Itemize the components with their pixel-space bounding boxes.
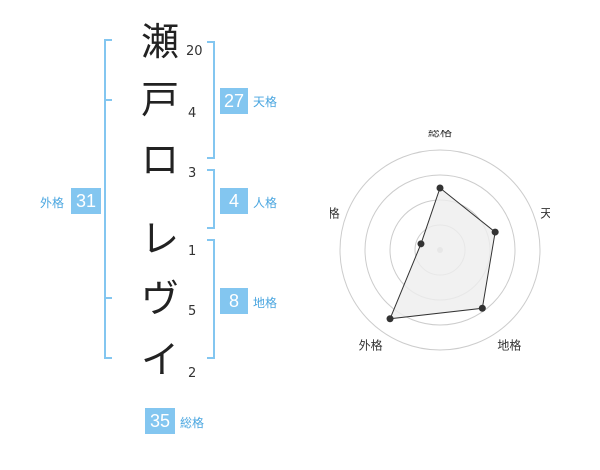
tenkaku-bracket [207, 41, 215, 159]
radar-point-5 [417, 240, 425, 248]
name-char-1: 瀬 [140, 20, 179, 64]
name-char-3: ロ [140, 138, 179, 182]
name-char-4: レ [140, 217, 179, 261]
stroke-count-5: 5 [188, 304, 197, 319]
gaikaku-label: 外格 [40, 196, 65, 210]
jinkaku-label: 人格 [253, 196, 278, 210]
tenkaku-label: 天格 [253, 95, 278, 109]
soukaku-value: 35 [145, 408, 175, 434]
soukaku-label: 総格 [180, 416, 205, 430]
name-char-2: 戸 [140, 78, 179, 122]
gaikaku-value: 31 [71, 188, 101, 214]
radar-point-1 [436, 184, 444, 192]
stroke-count-1: 20 [186, 44, 203, 59]
radar-axis-label-3: 地格 [497, 337, 521, 352]
radar-axis-label-5: 人格 [330, 206, 340, 221]
chikaku-value: 8 [220, 288, 248, 314]
radar-point-4 [386, 315, 394, 323]
radar-axis-label-4: 外格 [359, 337, 383, 352]
radar-area [389, 187, 496, 320]
radar-point-2 [491, 228, 499, 236]
radar-axis-label-2: 天格 [540, 206, 550, 221]
name-char-6: イ [140, 338, 179, 382]
stroke-count-2: 4 [188, 106, 197, 121]
chikaku-bracket [207, 239, 215, 359]
gaikaku-bracket [104, 39, 112, 359]
stroke-count-4: 1 [188, 244, 197, 259]
jinkaku-value: 4 [220, 188, 248, 214]
radar-axis-label-1: 総格 [428, 130, 452, 139]
chikaku-label: 地格 [253, 296, 278, 310]
radar-point-3 [478, 304, 486, 312]
radar-chart: 総格天格地格 外格 人格 [330, 130, 550, 352]
stroke-count-3: 3 [188, 166, 197, 181]
name-char-5: ヴ [140, 277, 179, 321]
jinkaku-bracket [207, 169, 215, 229]
stroke-count-6: 2 [188, 366, 197, 381]
tenkaku-value: 27 [220, 88, 248, 114]
